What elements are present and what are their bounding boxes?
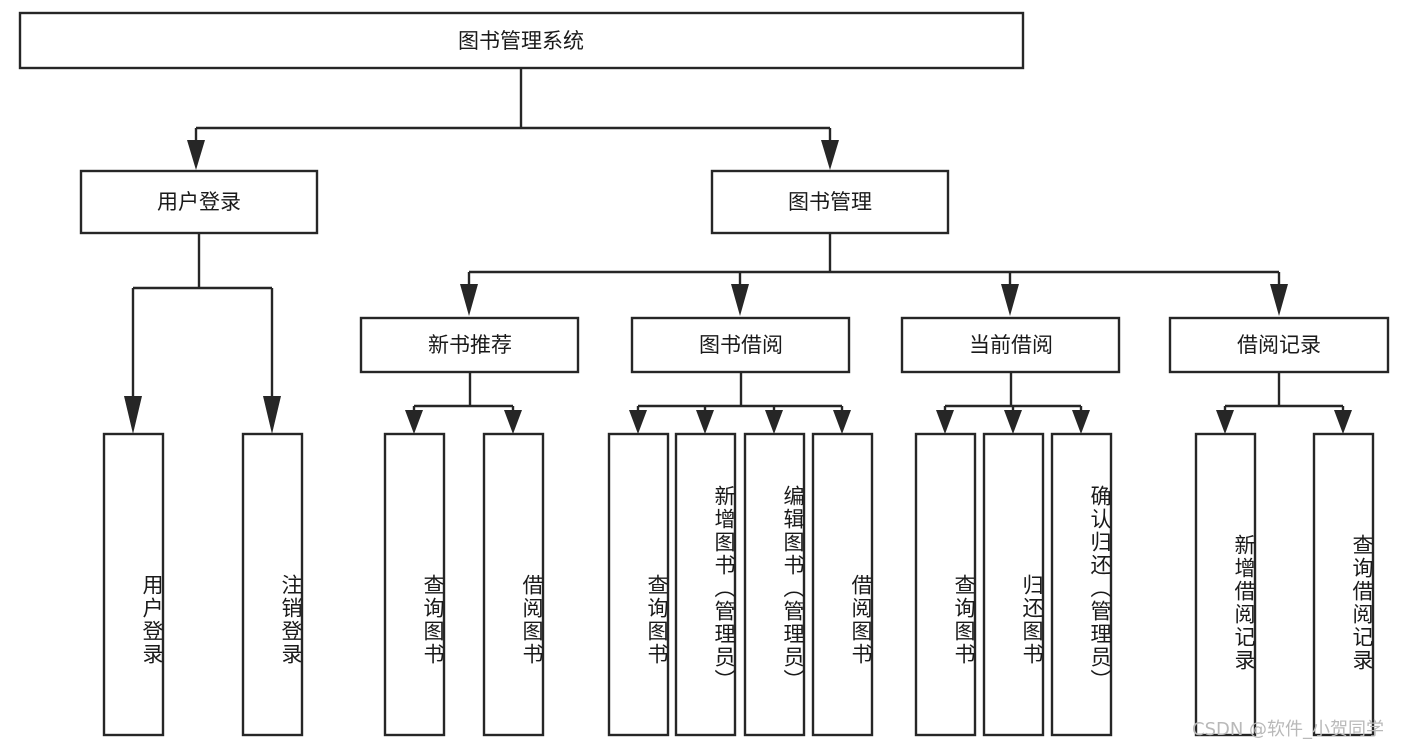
arrow-head-icon bbox=[1072, 410, 1090, 434]
arrow-head-icon bbox=[833, 410, 851, 434]
arrow-head-icon bbox=[1001, 284, 1019, 316]
arrow-head-icon bbox=[405, 410, 423, 434]
arrow-head-icon bbox=[936, 410, 954, 434]
leaf-box-3[interactable] bbox=[383, 432, 446, 737]
connector-record-to-leaves bbox=[1216, 372, 1352, 434]
node-current-borrow[interactable]: 当前借阅 bbox=[900, 316, 1121, 374]
connector-borrow-to-leaves bbox=[629, 372, 851, 434]
level3-label-3: 当前借阅 bbox=[969, 333, 1053, 357]
level2-box-1 bbox=[79, 169, 319, 235]
node-user-login[interactable]: 用户登录 bbox=[79, 169, 319, 235]
leaf-box-12[interactable] bbox=[1194, 432, 1257, 737]
arrow-head-icon bbox=[1334, 410, 1352, 434]
connector-recommend-to-leaves bbox=[405, 372, 522, 434]
arrow-head-icon bbox=[460, 284, 478, 316]
arrow-head-icon bbox=[124, 396, 142, 434]
connector-bookmgmt-to-level3 bbox=[460, 233, 1288, 316]
arrow-head-icon bbox=[629, 410, 647, 434]
level2-label-2: 图书管理 bbox=[788, 190, 872, 214]
arrow-head-icon bbox=[263, 396, 281, 434]
leaf-box-4[interactable] bbox=[482, 432, 545, 737]
node-borrow-record[interactable]: 借阅记录 bbox=[1168, 316, 1390, 374]
leaf-box-2[interactable] bbox=[241, 432, 304, 737]
root-label: 图书管理系统 bbox=[458, 29, 584, 53]
level3-label-4: 借阅记录 bbox=[1237, 333, 1321, 357]
level3-label-2: 图书借阅 bbox=[699, 333, 783, 357]
leaf-box-8[interactable] bbox=[811, 432, 874, 737]
leaf-box-9[interactable] bbox=[914, 432, 977, 737]
leaf-box-1[interactable] bbox=[102, 432, 165, 737]
arrow-head-icon bbox=[696, 410, 714, 434]
arrow-head-icon bbox=[504, 410, 522, 434]
level3-box-3 bbox=[900, 316, 1121, 374]
leaf-box-11[interactable] bbox=[1050, 432, 1113, 737]
arrow-head-icon bbox=[821, 140, 839, 170]
leaf-box-13[interactable] bbox=[1312, 432, 1375, 737]
connector-current-to-leaves bbox=[936, 372, 1090, 434]
arrow-head-icon bbox=[187, 140, 205, 170]
arrow-head-icon bbox=[731, 284, 749, 316]
level3-box-1 bbox=[359, 316, 580, 374]
arrow-head-icon bbox=[765, 410, 783, 434]
connector-userlogin-to-leaves bbox=[124, 233, 281, 434]
leaf-box-10[interactable] bbox=[982, 432, 1045, 737]
node-root[interactable]: 图书管理系统 bbox=[18, 11, 1025, 70]
arrow-head-icon bbox=[1004, 410, 1022, 434]
arrow-head-icon bbox=[1216, 410, 1234, 434]
leaf-box-6[interactable] bbox=[674, 432, 737, 737]
csdn-watermark: CSDN @软件_小贺同学 bbox=[1192, 719, 1385, 740]
arrow-head-icon bbox=[1270, 284, 1288, 316]
leaf-box-5[interactable] bbox=[607, 432, 670, 737]
node-new-book-recommend[interactable]: 新书推荐 bbox=[359, 316, 580, 374]
level3-label-1: 新书推荐 bbox=[428, 333, 512, 357]
node-book-management[interactable]: 图书管理 bbox=[710, 169, 950, 235]
connector-root-to-level2 bbox=[187, 68, 839, 170]
level2-label-1: 用户登录 bbox=[157, 190, 241, 214]
leaf-box-7[interactable] bbox=[743, 432, 806, 737]
node-book-borrow[interactable]: 图书借阅 bbox=[630, 316, 851, 374]
root-box bbox=[18, 11, 1025, 70]
